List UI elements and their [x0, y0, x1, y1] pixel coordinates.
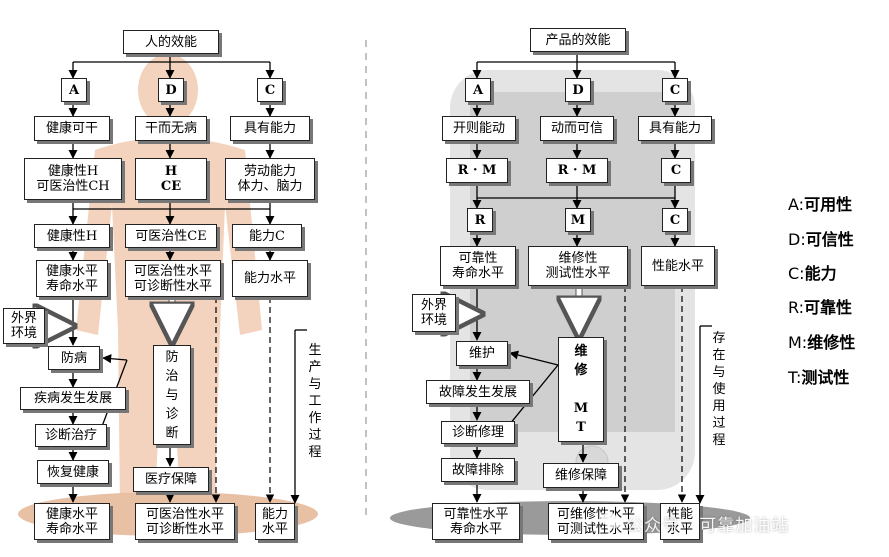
product-c2-box: C — [662, 208, 688, 232]
product-title: 产品的效能 — [530, 28, 626, 52]
human-prevent-box: 防病 — [48, 346, 100, 370]
watermark-text: 公众号 · 可靠加油站 — [626, 516, 790, 536]
product-out-performance-box: 性能 水平 — [660, 503, 700, 540]
human-health-level-box: 健康水平 寿命水平 — [36, 260, 108, 297]
legend-item-t: T:测试性 — [788, 368, 850, 387]
human-ability-level-box: 能力水平 — [232, 260, 308, 297]
human-health-box: 健康可干 — [34, 116, 110, 141]
human-out-ability-box: 能力 水平 — [255, 503, 295, 540]
human-a-box: A — [61, 78, 87, 102]
wechat-icon — [601, 512, 621, 529]
product-c-box: C — [662, 78, 688, 102]
product-capable-box: 具有能力 — [638, 116, 712, 141]
product-repair-box: 诊断修理 — [441, 421, 515, 444]
product-d-box: D — [565, 78, 591, 102]
legend-item-c: C:能力 — [788, 264, 837, 283]
product-performance-level-box: 性能水平 — [641, 246, 715, 286]
product-c1-box: C — [661, 158, 691, 183]
product-rm1-box: R · M — [446, 158, 508, 183]
product-r-box: R — [467, 208, 493, 232]
product-process-label: 存 在 与 使 用 过 程 — [712, 331, 726, 448]
product-out-reliability-box: 可靠性水平 寿命水平 — [432, 503, 520, 540]
product-maintenance-mt-box: 维 修 M T — [558, 337, 604, 442]
human-diagnose-box: 诊断治疗 — [35, 424, 107, 447]
human-ability-c-box: 能力C — [232, 224, 302, 248]
product-start-box: 开则能动 — [442, 116, 516, 141]
legend-item-m: M:维修性 — [788, 333, 856, 352]
product-rm2-box: R · M — [546, 158, 608, 183]
human-d-box: D — [158, 78, 184, 102]
human-treat-level-box: 可医治性水平 可诊断性水平 — [125, 260, 221, 297]
human-disease-box: 疾病发生发展 — [20, 387, 126, 410]
human-health-h-box: 健康性H 可医治性CH — [24, 158, 122, 200]
human-health-h2-box: 健康性H — [34, 224, 110, 248]
human-prevention-diagnosis-box: 防 治 与 诊 断 — [153, 345, 191, 445]
product-eliminate-box: 故障排除 — [441, 458, 515, 482]
product-support-box: 维修保障 — [543, 463, 619, 488]
product-reliable-box: 动而可信 — [540, 116, 614, 141]
product-maintain-box: 维护 — [456, 341, 508, 366]
human-hce-box: H CE — [135, 158, 207, 200]
legend-item-r: R:可靠性 — [788, 298, 853, 317]
human-labor-box: 劳动能力 体力、脑力 — [225, 158, 315, 200]
human-process-label: 生 产 与 工 作 过 程 — [308, 343, 322, 460]
human-title: 人的效能 — [123, 30, 219, 54]
human-out-treat-box: 可医治性水平 可诊断性水平 — [135, 503, 235, 540]
product-env-box: 外界 环境 — [412, 294, 456, 332]
human-capable-box: 具有能力 — [230, 116, 310, 141]
product-a-box: A — [465, 78, 491, 102]
product-reliability-level-box: 可靠性 寿命水平 — [440, 246, 516, 286]
human-out-health-box: 健康水平 寿命水平 — [34, 503, 110, 540]
human-medical-box: 医疗保障 — [133, 467, 209, 492]
product-m-box: M — [565, 208, 591, 232]
human-recover-box: 恢复健康 — [37, 460, 109, 484]
human-env-box: 外界 环境 — [3, 308, 45, 344]
legend-item-a: A:可用性 — [788, 195, 853, 214]
product-fault-box: 故障发生发展 — [426, 380, 530, 404]
human-treatability-box: 可医治性CE — [125, 224, 217, 248]
human-c-box: C — [257, 78, 283, 102]
legend-item-d: D:可信性 — [788, 230, 854, 249]
human-no-disease-box: 干而无病 — [135, 116, 207, 141]
product-maintainability-level-box: 维修性 测试性水平 — [528, 246, 628, 286]
